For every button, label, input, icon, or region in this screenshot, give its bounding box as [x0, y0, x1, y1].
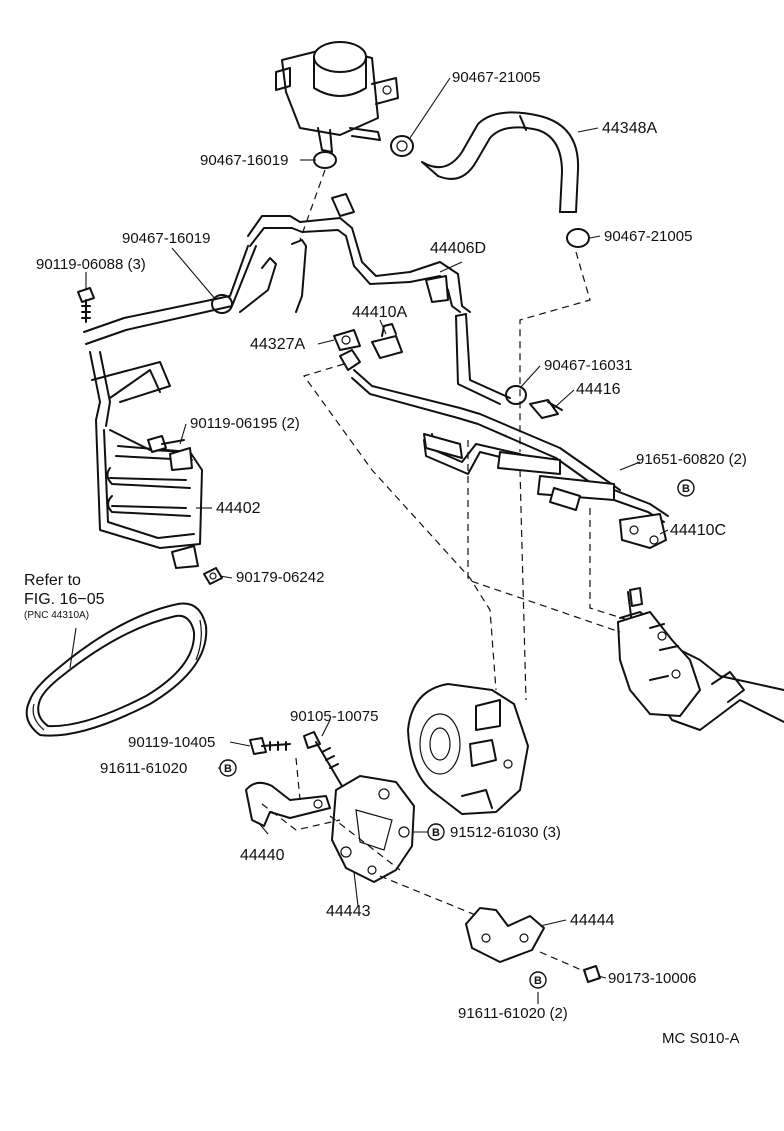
bracket-44440 [245, 781, 331, 827]
hose-44348A [421, 111, 580, 213]
clamp-90467-16019-top [313, 151, 337, 169]
label-44410A: 44410A [352, 304, 407, 321]
svg-text:B: B [682, 483, 690, 495]
drawing-code: MC S010-A [662, 1030, 740, 1047]
refer-note: Refer to FIG. 16−05 (PNC 44310A) [24, 572, 105, 621]
steering-gear [617, 587, 784, 731]
clamp-90467-16031 [505, 385, 527, 405]
refer-note-line2: FIG. 16−05 [24, 591, 105, 608]
drive-belt [25, 602, 208, 737]
label-44443: 44443 [326, 903, 371, 920]
dashed-lines [261, 169, 629, 973]
bracket-44444 [465, 907, 545, 963]
label-44327A: 44327A [250, 336, 305, 353]
bolt-90119-06195 [147, 435, 185, 453]
label-44410C: 44410C [670, 522, 726, 539]
svg-text:B: B [534, 975, 542, 987]
label-44444: 44444 [570, 912, 615, 929]
label-90119-10405: 90119-10405 [128, 734, 215, 751]
label-90173-10006: 90173-10006 [608, 970, 696, 987]
label-90119-06195: 90119-06195 (2) [190, 415, 300, 432]
label-91651-60820: 91651-60820 (2) [636, 451, 747, 468]
label-90467-21005-top: 90467-21005 [452, 69, 540, 86]
bolt-90119-10405 [249, 737, 291, 755]
label-90179-06242: 90179-06242 [236, 569, 324, 586]
label-91611-61020-bot: 91611-61020 (2) [458, 1005, 568, 1022]
clamp-90467-21005-top [390, 135, 414, 157]
clamp-90467-21005-mid [566, 228, 590, 248]
union-44410A [371, 323, 403, 359]
bracket-44327A [333, 329, 361, 351]
bolt-90105-10075 [303, 731, 343, 787]
label-90467-21005-mid: 90467-21005 [604, 228, 692, 245]
callout-b-91611-bot: B [529, 971, 547, 989]
bracket-44443 [331, 775, 415, 883]
label-90467-16031: 90467-16031 [544, 357, 632, 374]
label-90467-16019-mid: 90467-16019 [122, 230, 210, 247]
refer-note-line3: (PNC 44310A) [24, 610, 89, 621]
label-44440: 44440 [240, 847, 285, 864]
svg-text:B: B [224, 763, 232, 775]
reservoir-tank [275, 41, 399, 153]
refer-note-line1: Refer to [24, 572, 81, 589]
label-90467-16019-top: 90467-16019 [200, 152, 288, 169]
callout-b-91512: B [427, 823, 445, 841]
return-pipe-assembly [239, 193, 511, 405]
cooler-44402 [83, 245, 257, 569]
callout-b-91611-top: B [219, 759, 237, 777]
label-90105-10075: 90105-10075 [290, 708, 378, 725]
label-91611-61020-top: 91611-61020 [100, 760, 187, 777]
label-44416: 44416 [576, 381, 621, 398]
bolt-90119-06088 [77, 287, 95, 323]
power-steering-pump [407, 683, 529, 815]
pressure-pipe-assembly [339, 349, 669, 549]
nut-90173-10006 [583, 965, 601, 983]
union-bolt-44416 [529, 399, 563, 419]
callout-b-91651: B [677, 479, 695, 497]
label-44406D: 44406D [430, 240, 486, 257]
nut-90179-06242 [203, 567, 223, 585]
label-90119-06088: 90119-06088 (3) [36, 256, 146, 273]
svg-text:B: B [432, 827, 440, 839]
leader-lines [69, 77, 669, 1004]
label-44348A: 44348A [602, 120, 657, 137]
label-91512-61030: 91512-61030 (3) [450, 824, 561, 841]
label-44402: 44402 [216, 500, 261, 517]
